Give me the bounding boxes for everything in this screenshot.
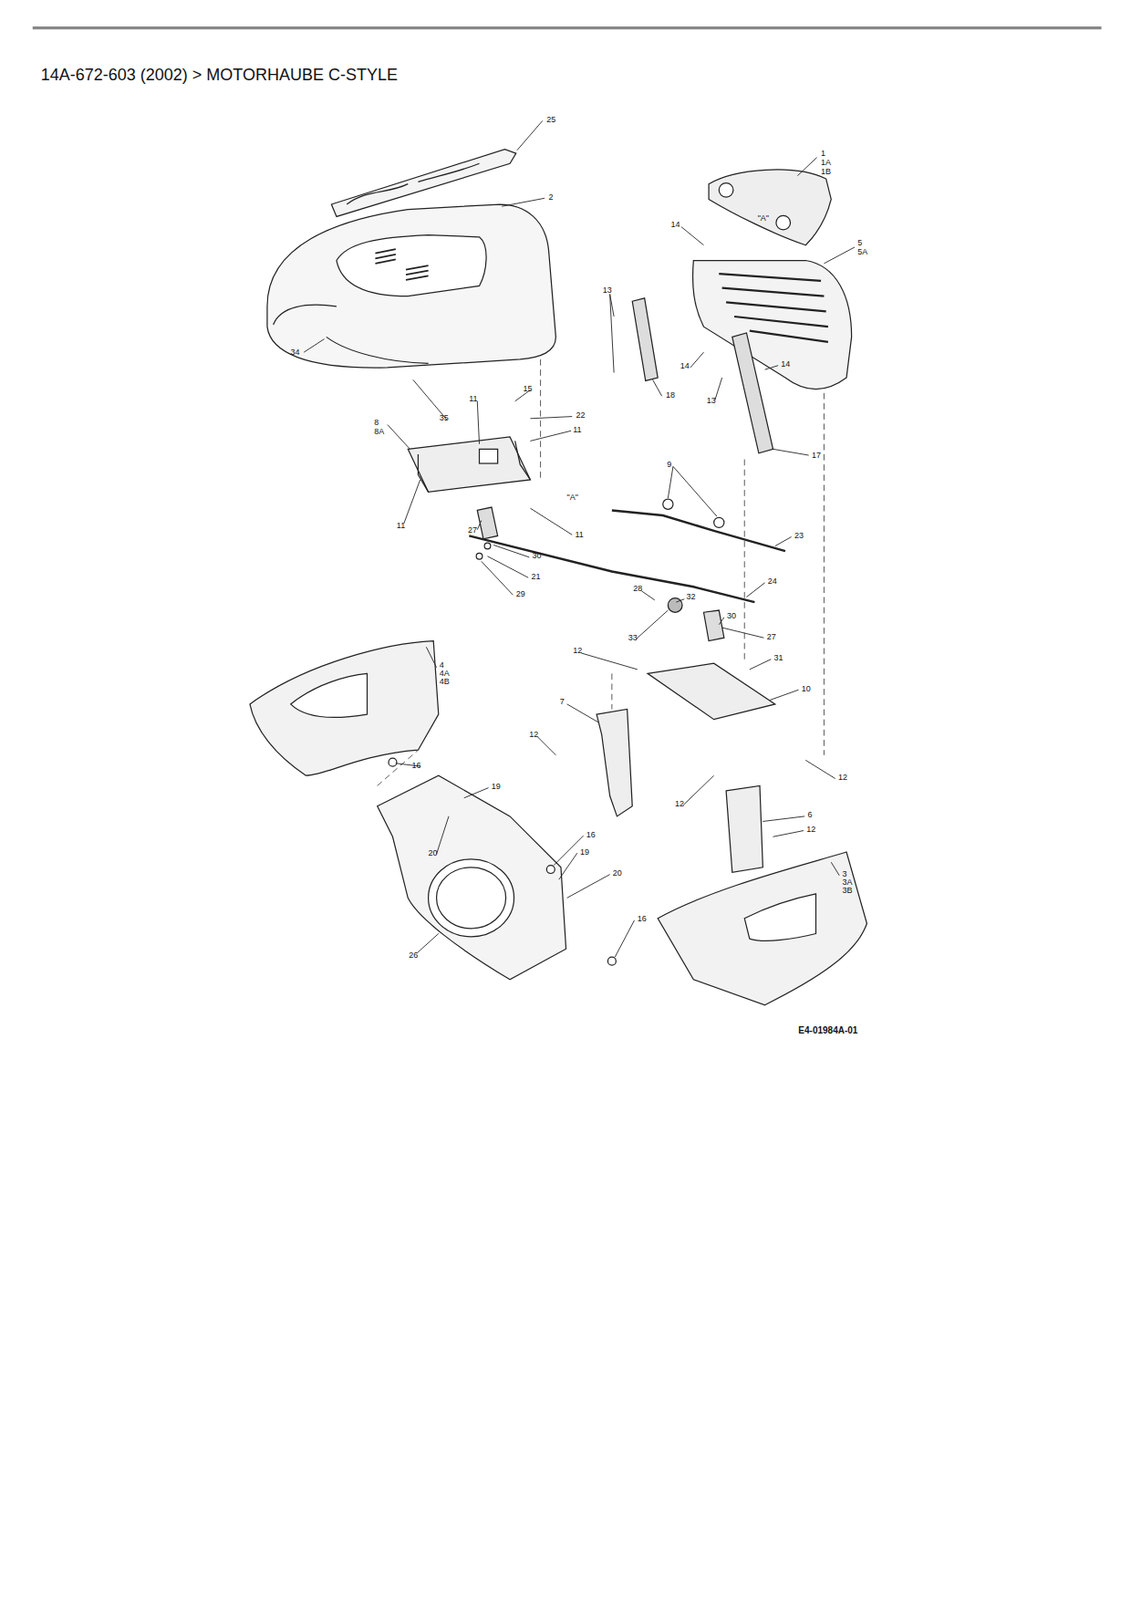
callout-number: 20	[612, 868, 623, 878]
callout-number: 14	[679, 361, 691, 371]
callout-number: 29	[515, 589, 527, 599]
callout-number: 11	[574, 529, 585, 540]
callout-number: 3	[840, 869, 848, 879]
callout-number: "A"	[566, 492, 580, 502]
callout-number: 6	[806, 809, 813, 820]
callout-number: 30	[531, 550, 543, 561]
drawing-code: E4-01984A-01	[797, 1026, 859, 1036]
callout-number: 1B	[819, 166, 832, 177]
callout-number: 22	[575, 410, 587, 420]
leader-lines	[303, 120, 855, 957]
callout-number: 19	[490, 781, 502, 791]
callout-number: "A"	[757, 213, 770, 223]
callout-number: 30	[726, 611, 737, 621]
callout-number: 14	[779, 359, 791, 369]
callout-number: 31	[773, 653, 785, 663]
callout-number: 16	[636, 913, 648, 924]
callout-number: 32	[684, 591, 696, 602]
callout-number: 9	[665, 459, 673, 469]
callout-number: 24	[767, 576, 779, 586]
callout-number: 4	[438, 660, 446, 670]
callout-number: 26	[407, 950, 419, 960]
callout-number: 8A	[373, 426, 385, 436]
callout-number: 11	[467, 394, 478, 404]
callout-number: 8	[373, 417, 380, 427]
callout-number: 17	[810, 450, 822, 460]
callout-number: 7	[559, 696, 566, 706]
callout-number: 12	[571, 645, 583, 655]
page-title: 14A-672-603 (2002) > MOTORHAUBE C-STYLE	[41, 65, 398, 85]
callout-number: 35	[438, 413, 450, 423]
callout-number: 33	[627, 632, 639, 643]
callout-number: 10	[800, 684, 812, 694]
callout-number: 4A	[438, 668, 451, 678]
callout-number: 27	[766, 632, 778, 642]
callout-number: 12	[674, 798, 685, 809]
header-rule	[32, 26, 1102, 30]
callout-number: 34	[290, 347, 301, 357]
callout-number: 5	[856, 238, 863, 248]
callout-number: 12	[528, 729, 540, 739]
callout-number: 15	[521, 383, 533, 394]
callout-number: 13	[705, 395, 717, 405]
assembly-lines	[377, 359, 825, 786]
callout-number: 27	[466, 525, 478, 535]
callout-number: 12	[837, 772, 849, 782]
callout-number: 13	[601, 285, 613, 295]
callout-number: 14	[670, 219, 682, 229]
callout-number: 3A	[840, 877, 853, 887]
callout-number: 25	[545, 114, 557, 125]
callout-number: 1	[819, 148, 827, 158]
parts	[249, 149, 867, 1006]
callout-number: 12	[805, 824, 817, 834]
callout-number: 18	[664, 390, 676, 400]
callout-number: 23	[793, 530, 805, 540]
callout-number: 20	[426, 848, 438, 858]
callout-number: 19	[579, 847, 591, 857]
callout-number: 1A	[819, 157, 832, 167]
callout-number: 21	[529, 571, 541, 582]
callout-number: 2	[547, 192, 554, 202]
callout-number: 11	[395, 520, 406, 530]
callout-number: 16	[585, 830, 597, 840]
callout-number: 11	[571, 425, 582, 435]
callout-number: 3B	[840, 885, 853, 895]
callout-number: 16	[411, 760, 423, 770]
callout-number: 28	[632, 583, 644, 593]
callout-number: 5A	[856, 247, 869, 257]
callout-number: 4B	[438, 676, 451, 686]
